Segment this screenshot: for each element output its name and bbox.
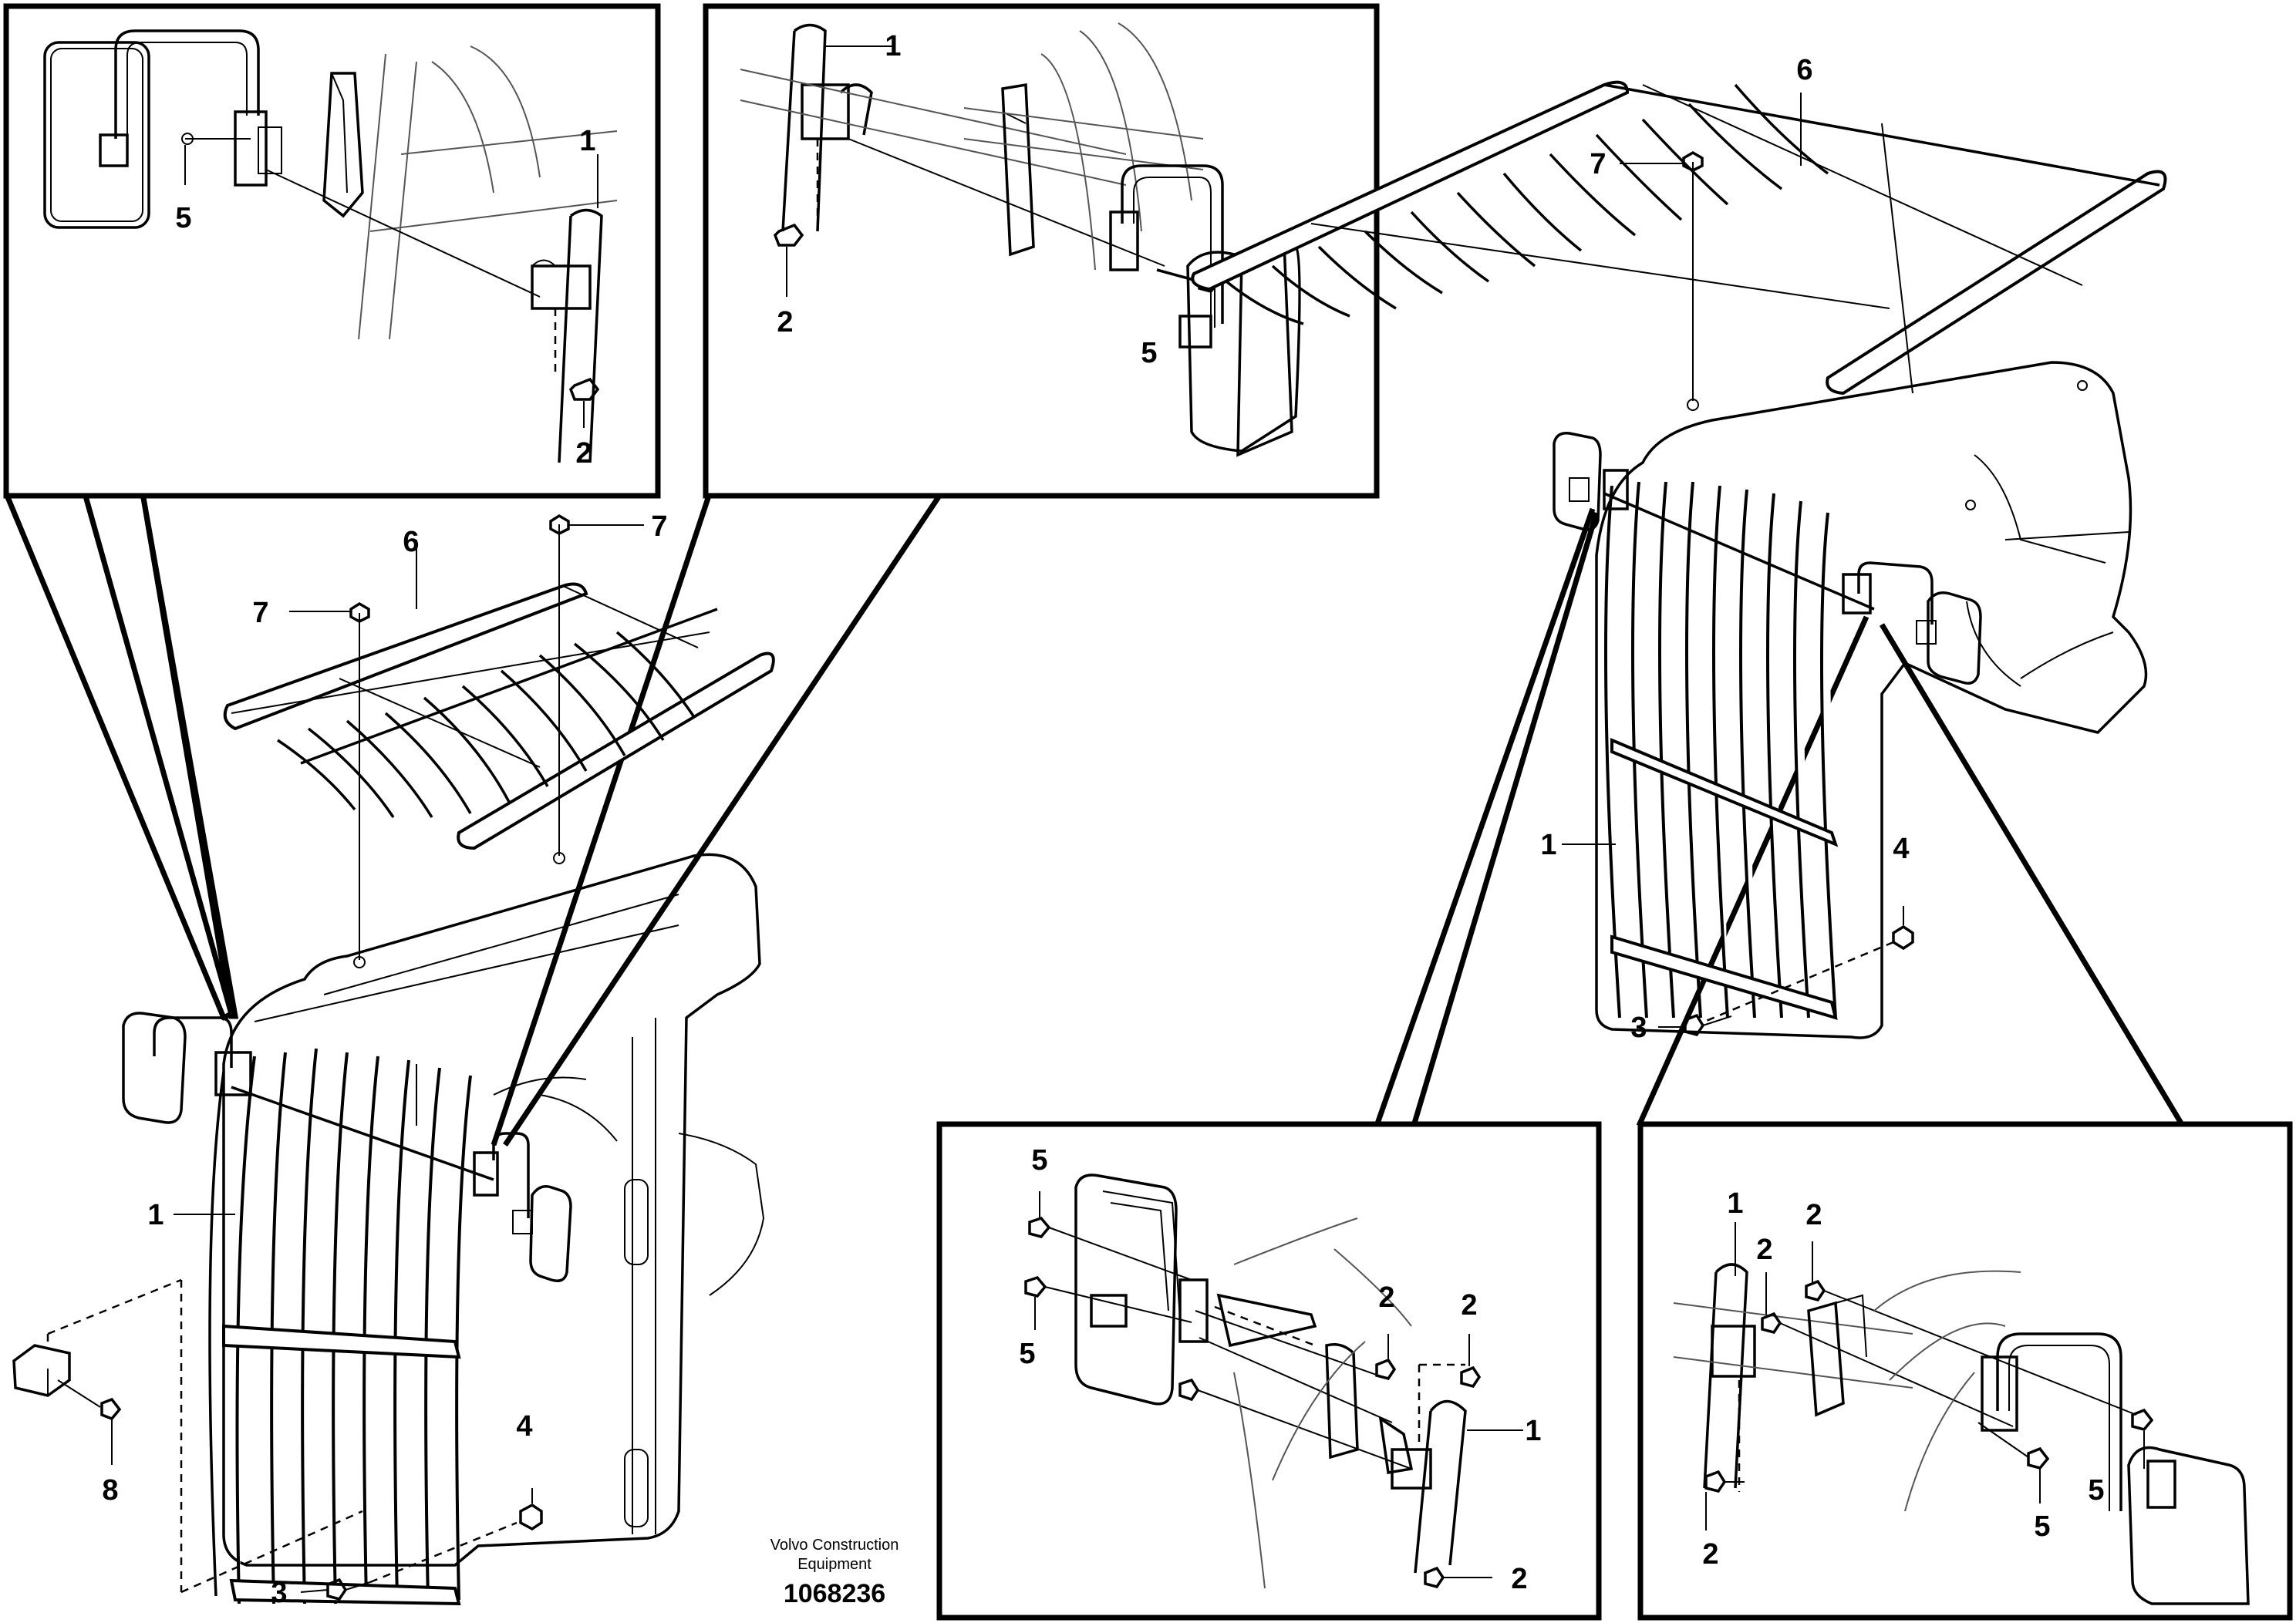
callout-1: 1 [1727,1187,1743,1220]
callout-2: 2 [1702,1538,1718,1571]
callout-5: 5 [2034,1510,2050,1543]
callout-4: 4 [1893,833,1909,865]
callout-2: 2 [1805,1199,1822,1231]
detail-box-top-left [3,3,661,499]
detail-box-bottom-center [936,1121,1602,1621]
callout-4: 4 [516,1410,532,1443]
callout-5: 5 [1141,337,1157,369]
callout-leaders [111,45,2145,1593]
callout-3: 3 [1630,1012,1647,1044]
callout-7: 7 [651,510,667,543]
callout-6: 6 [1796,54,1812,86]
callout-2: 2 [777,306,793,338]
callout-2: 2 [1378,1281,1394,1314]
cab-left [12,514,775,1606]
detail-leader-lines [3,490,2186,1147]
callout-1: 1 [147,1199,164,1231]
detail-box-bottom-right [1637,1121,2293,1621]
callout-1: 1 [885,30,901,62]
callout-7: 7 [1590,148,1606,180]
callout-5: 5 [1019,1338,1035,1370]
part-callouts: 1 5 2 1 2 5 6 7 7 1 4 8 3 6 7 4 1 3 5 5 … [102,30,2104,1609]
callout-3: 3 [271,1577,287,1609]
callout-5: 5 [2088,1474,2104,1507]
credit-line-2: Equipment [797,1556,872,1573]
callout-8: 8 [102,1474,118,1507]
callout-2: 2 [1511,1563,1527,1595]
credit-line-1: Volvo Construction [770,1537,899,1554]
callout-6: 6 [403,526,419,558]
footer-credit: Volvo Construction Equipment 1068236 [770,1537,899,1608]
callout-1: 1 [1540,829,1556,861]
callout-7: 7 [252,597,268,629]
callout-5: 5 [175,202,191,234]
callout-5: 5 [1031,1144,1047,1177]
callout-2: 2 [1756,1234,1772,1266]
callout-1: 1 [1525,1415,1541,1447]
callout-1: 1 [579,125,595,157]
document-number: 1068236 [784,1579,885,1608]
cab-right [1191,80,2167,1039]
callout-2: 2 [1461,1289,1477,1322]
callout-2: 2 [575,437,592,470]
